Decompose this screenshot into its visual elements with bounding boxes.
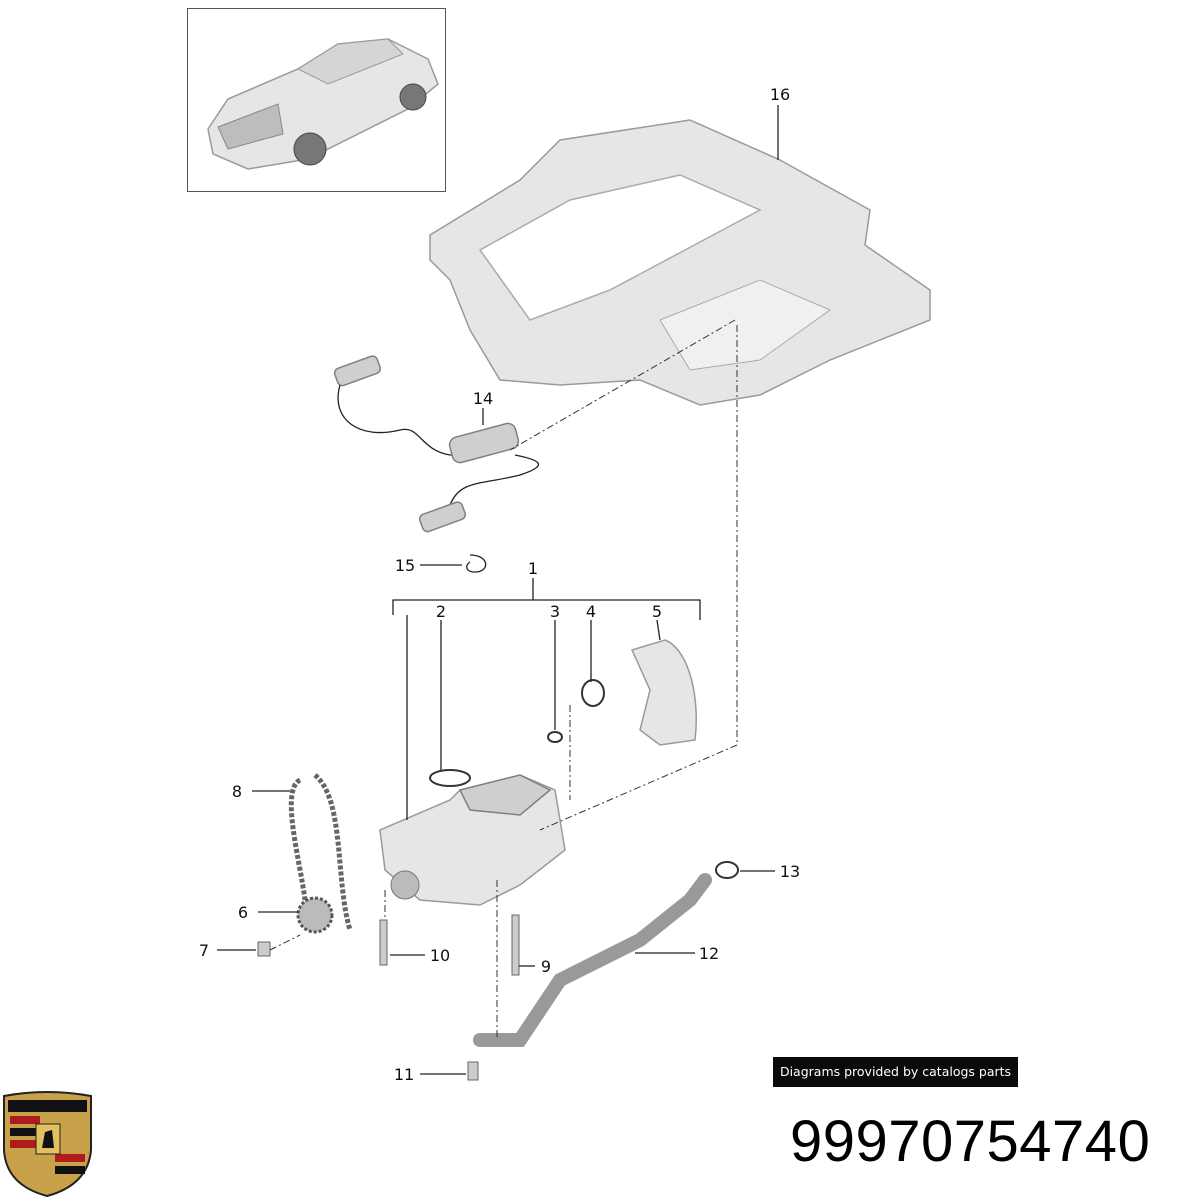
- callout-6[interactable]: 6: [238, 903, 248, 922]
- sprocket-part-6[interactable]: [296, 896, 334, 934]
- callout-14[interactable]: 14: [473, 389, 493, 408]
- attribution-banner: Diagrams provided by catalogs parts: [773, 1057, 1018, 1087]
- callout-15[interactable]: 15: [395, 556, 415, 575]
- callout-13[interactable]: 13: [780, 862, 800, 881]
- callout-11[interactable]: 11: [394, 1065, 414, 1084]
- porsche-crest-logo: [0, 1090, 95, 1198]
- leader-lines: [217, 105, 779, 1075]
- callout-9[interactable]: 9: [541, 957, 551, 976]
- part-number: 99970754740: [790, 1109, 1151, 1174]
- callout-5[interactable]: 5: [652, 602, 662, 621]
- oil-pan-part-16[interactable]: [429, 119, 931, 406]
- callout-8[interactable]: 8: [232, 782, 242, 801]
- seal-part-2[interactable]: [429, 769, 471, 787]
- o-ring-part-4[interactable]: [581, 679, 605, 707]
- callout-10[interactable]: 10: [430, 946, 450, 965]
- intake-pipe-part-5[interactable]: [630, 639, 697, 746]
- callout-16[interactable]: 16: [770, 85, 790, 104]
- oil-level-sensor-part-14[interactable]: [333, 355, 540, 533]
- o-ring-part-3[interactable]: [547, 731, 563, 743]
- oil-pump-part-1[interactable]: [379, 774, 566, 906]
- bolt-part-9[interactable]: [511, 914, 520, 976]
- callout-3[interactable]: 3: [550, 602, 560, 621]
- car-illustration: [207, 38, 439, 170]
- chain-part-8[interactable]: [288, 773, 353, 931]
- callout-4[interactable]: 4: [586, 602, 596, 621]
- assembly-lines: [269, 319, 738, 1040]
- callout-12[interactable]: 12: [699, 944, 719, 963]
- o-ring-part-13[interactable]: [715, 861, 739, 879]
- bolt-part-11[interactable]: [467, 1061, 479, 1081]
- vehicle-thumbnail: [187, 8, 446, 192]
- bolt-part-10[interactable]: [379, 919, 388, 966]
- bolt-part-7[interactable]: [257, 941, 271, 957]
- clip-part-15[interactable]: [466, 554, 487, 573]
- callout-2[interactable]: 2: [436, 602, 446, 621]
- suction-pipe-part-12[interactable]: [473, 873, 712, 1047]
- callout-7[interactable]: 7: [199, 941, 209, 960]
- callout-1[interactable]: 1: [528, 559, 538, 578]
